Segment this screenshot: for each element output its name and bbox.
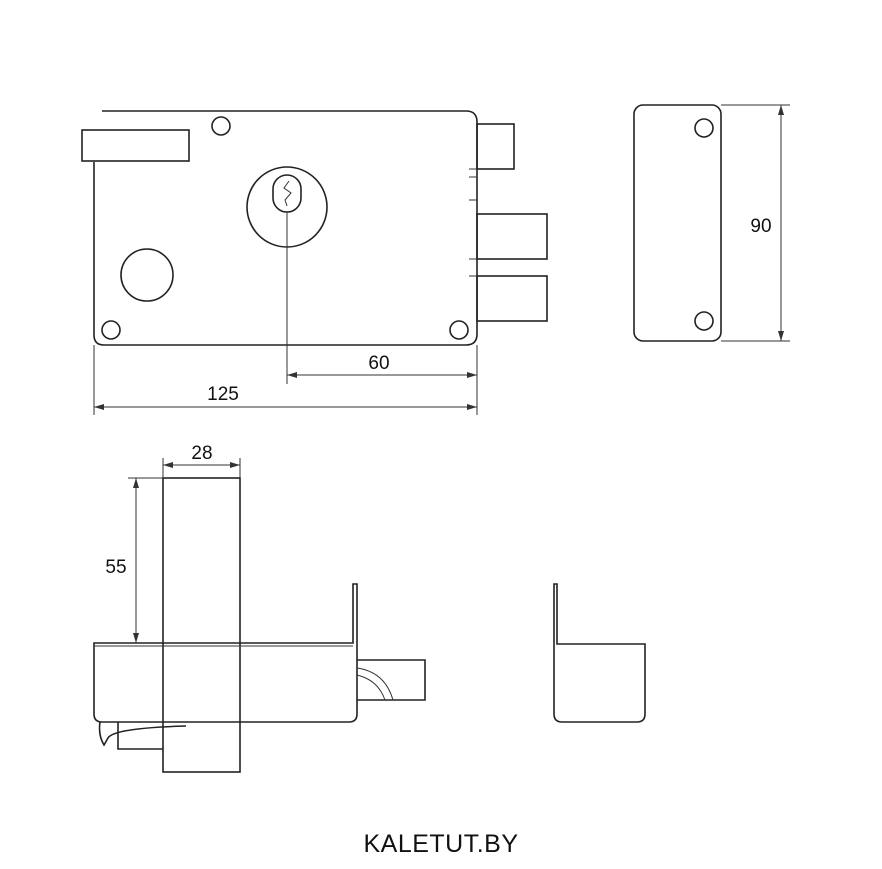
keyway-slot	[283, 180, 292, 207]
bolt-middle	[476, 213, 548, 260]
spindle-hole	[120, 248, 174, 302]
lock-case-outline	[93, 110, 478, 346]
bolt-top	[476, 123, 515, 170]
screw-hole-bottom-left	[101, 320, 121, 340]
screw-hole-top	[211, 116, 231, 136]
lock-front-view	[81, 110, 548, 346]
side-latch	[98, 721, 187, 750]
bolt-top-guide	[469, 168, 477, 201]
lock-side-view	[93, 477, 426, 773]
dimension-28: 28	[162, 443, 241, 478]
latch-tab	[81, 129, 190, 162]
dimension-125: 125	[93, 345, 477, 415]
cylinder-shaft	[162, 477, 241, 773]
dimension-125-label: 125	[207, 384, 239, 405]
dimension-60-label: 60	[368, 353, 389, 374]
screw-hole-bottom-right	[449, 320, 469, 340]
strike-hole-top	[694, 118, 714, 138]
side-bolt-curve	[356, 667, 394, 701]
strike-plate-side	[553, 583, 646, 723]
dimension-55-label: 55	[105, 557, 126, 578]
bolt-bottom	[476, 275, 548, 322]
dimension-90: 90	[721, 104, 790, 342]
dimension-60: 60	[286, 212, 478, 415]
cylinder-keyway	[272, 174, 302, 213]
dimension-28-label: 28	[191, 443, 212, 464]
dimension-90-label: 90	[750, 216, 771, 237]
strike-side-outline	[553, 583, 646, 723]
side-body-outline	[93, 583, 358, 723]
bolt-middle-guide	[469, 258, 477, 277]
side-bolt	[357, 659, 426, 701]
dimension-55: 55	[105, 477, 163, 643]
strike-hole-bottom	[694, 311, 714, 331]
strike-plate-outline	[633, 104, 722, 342]
brand-watermark: KALETUT.BY	[363, 830, 519, 858]
strike-plate-front	[633, 104, 722, 342]
